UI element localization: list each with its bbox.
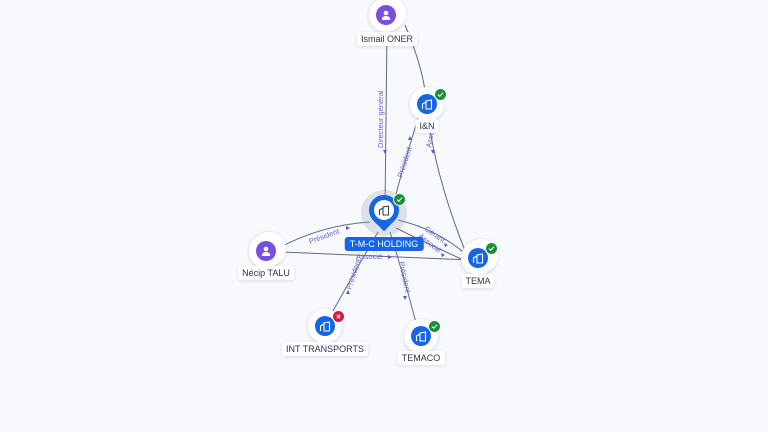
- person-icon: [261, 246, 271, 256]
- node-int-transports[interactable]: [307, 308, 345, 344]
- node-necip-talu[interactable]: [248, 233, 284, 269]
- building-icon: [378, 205, 390, 216]
- edge-arrow: [346, 290, 350, 294]
- edge-necip-tmc[interactable]: [274, 221, 371, 251]
- edge-arrow: [408, 136, 412, 140]
- person-avatar: [376, 5, 396, 25]
- building-icon: [472, 253, 484, 264]
- company-avatar: [411, 326, 431, 346]
- node-label-temaco[interactable]: TEMACO: [397, 351, 445, 365]
- building-icon: [415, 331, 427, 342]
- node-tema[interactable]: [460, 240, 498, 276]
- node-tmc-holding[interactable]: [361, 188, 407, 236]
- edge-arrow: [346, 226, 350, 230]
- node-label-ismail-oner[interactable]: Ismail ONER: [356, 32, 418, 46]
- x-icon: [336, 314, 341, 319]
- edge-label-president-int: Président: [344, 257, 363, 291]
- status-badge-active: [485, 242, 498, 255]
- edge-arrow: [383, 150, 387, 154]
- status-badge-active: [428, 320, 441, 333]
- check-icon: [431, 324, 438, 329]
- edge-ismail-tema[interactable]: [404, 24, 469, 259]
- building-icon: [319, 321, 331, 332]
- node-label-necip-talu[interactable]: Nécip TALU: [238, 266, 294, 280]
- node-in[interactable]: [409, 86, 447, 122]
- status-badge-active: [434, 88, 447, 101]
- node-label-tema[interactable]: TEMA: [461, 274, 495, 288]
- status-badge-active: [393, 193, 406, 206]
- node-label-int-transports[interactable]: INT TRANSPORTS: [281, 342, 369, 356]
- company-avatar: [315, 316, 335, 336]
- check-icon: [437, 92, 444, 97]
- edge-arrow: [441, 253, 445, 257]
- person-avatar: [256, 241, 276, 261]
- edge-arrow: [431, 150, 435, 154]
- edge-label-directeur-general: Directeur général: [376, 90, 385, 148]
- building-icon: [421, 99, 433, 110]
- node-ismail-oner[interactable]: [369, 0, 405, 34]
- edge-necip-tema[interactable]: [281, 251, 471, 261]
- status-badge-closed: [332, 310, 345, 323]
- node-label-in[interactable]: I&N: [415, 119, 439, 133]
- pin-center: [374, 200, 394, 220]
- edge-label-president-temaco: Président: [397, 261, 413, 295]
- edge-arrow: [444, 243, 448, 247]
- company-avatar: [468, 248, 488, 268]
- node-label-tmc-holding[interactable]: T-M-C HOLDING: [344, 237, 424, 251]
- edge-label-president-in: Président: [395, 145, 414, 179]
- edge-arrow: [388, 255, 392, 259]
- edge-arrow: [403, 296, 407, 300]
- edge-ismail-tmc[interactable]: [384, 29, 388, 211]
- person-icon: [381, 10, 391, 20]
- check-icon: [396, 197, 403, 202]
- company-avatar: [417, 94, 437, 114]
- edge-label-associe-necip: Associé: [356, 252, 382, 261]
- node-temaco[interactable]: [403, 318, 441, 354]
- check-icon: [488, 246, 495, 251]
- edge-tmc-tema-associe[interactable]: [395, 227, 469, 263]
